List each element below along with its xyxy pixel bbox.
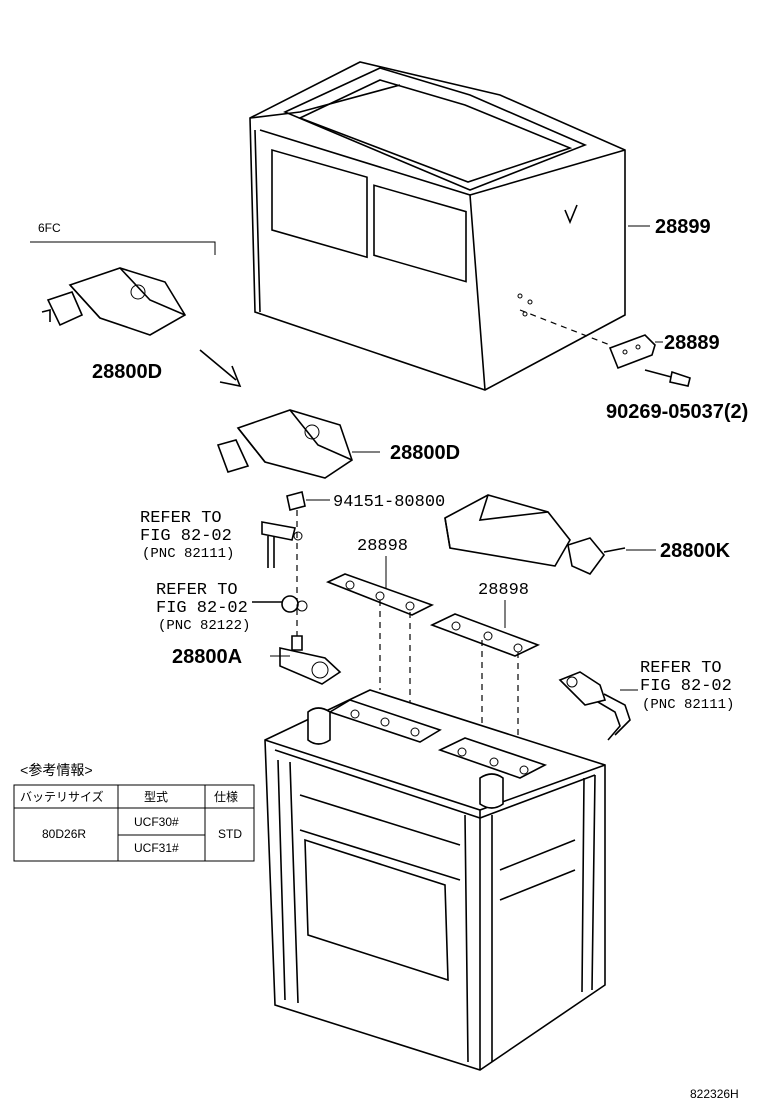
figure-code: 822326H: [690, 1087, 739, 1101]
ref1-line1: REFER TO: [140, 509, 222, 528]
label-28898-b: 28898: [478, 581, 529, 600]
ref1-line2: FIG 82-02: [140, 527, 232, 546]
arrow-indicator: [199, 349, 242, 388]
battery[interactable]: [264, 689, 606, 1071]
terminal-cover-28800d-top[interactable]: [41, 267, 187, 336]
label-28898-a: 28898: [357, 537, 408, 556]
bolt-90269[interactable]: [644, 369, 691, 387]
label-28800d-top: 28800D: [92, 361, 162, 383]
label-28800a: 28800A: [172, 646, 242, 668]
table-cell-model-1: UCF30#: [134, 815, 179, 829]
terminal-cover-28800d[interactable]: [216, 409, 353, 479]
label-94151: 94151-80800: [333, 493, 445, 512]
ref1-line3: (PNC 82111): [142, 546, 234, 562]
ref2-line2: FIG 82-02: [156, 599, 248, 618]
ref3-line2: FIG 82-02: [640, 677, 732, 696]
pad-28898-b[interactable]: [429, 613, 541, 657]
cable-terminal-ref1[interactable]: [261, 521, 303, 568]
ref2-line3: (PNC 82122): [158, 618, 250, 634]
table-caption: <参考情報>: [20, 762, 93, 780]
label-28889: 28889: [664, 332, 720, 354]
table-cell-spec: STD: [218, 827, 242, 841]
positive-terminal-28800a[interactable]: [279, 635, 342, 685]
info-table: [13, 784, 255, 862]
ref3-line1: REFER TO: [640, 659, 722, 678]
cable-terminal-ref2[interactable]: [252, 595, 308, 613]
ref3-line3: (PNC 82111): [642, 697, 734, 713]
label-6fc: 6FC: [38, 221, 61, 235]
table-cell-size: 80D26R: [42, 827, 86, 841]
battery-cover-28899[interactable]: [249, 61, 626, 391]
table-header-spec: 仕様: [214, 790, 238, 804]
pad-28898-a[interactable]: [325, 573, 435, 616]
label-90269: 90269-05037(2): [606, 401, 748, 423]
bracket-28889[interactable]: [608, 334, 656, 370]
label-28899: 28899: [655, 216, 711, 238]
cable-terminal-ref3[interactable]: [558, 671, 638, 741]
table-cell-model-2: UCF31#: [134, 841, 179, 855]
table-header-model: 型式: [144, 790, 168, 804]
terminal-cover-28800k[interactable]: [444, 494, 626, 575]
label-28800d: 28800D: [390, 442, 460, 464]
nut-94151[interactable]: [286, 491, 306, 511]
ref2-line1: REFER TO: [156, 581, 238, 600]
table-header-size: バッテリサイズ: [20, 789, 104, 804]
label-28800k: 28800K: [660, 540, 731, 562]
